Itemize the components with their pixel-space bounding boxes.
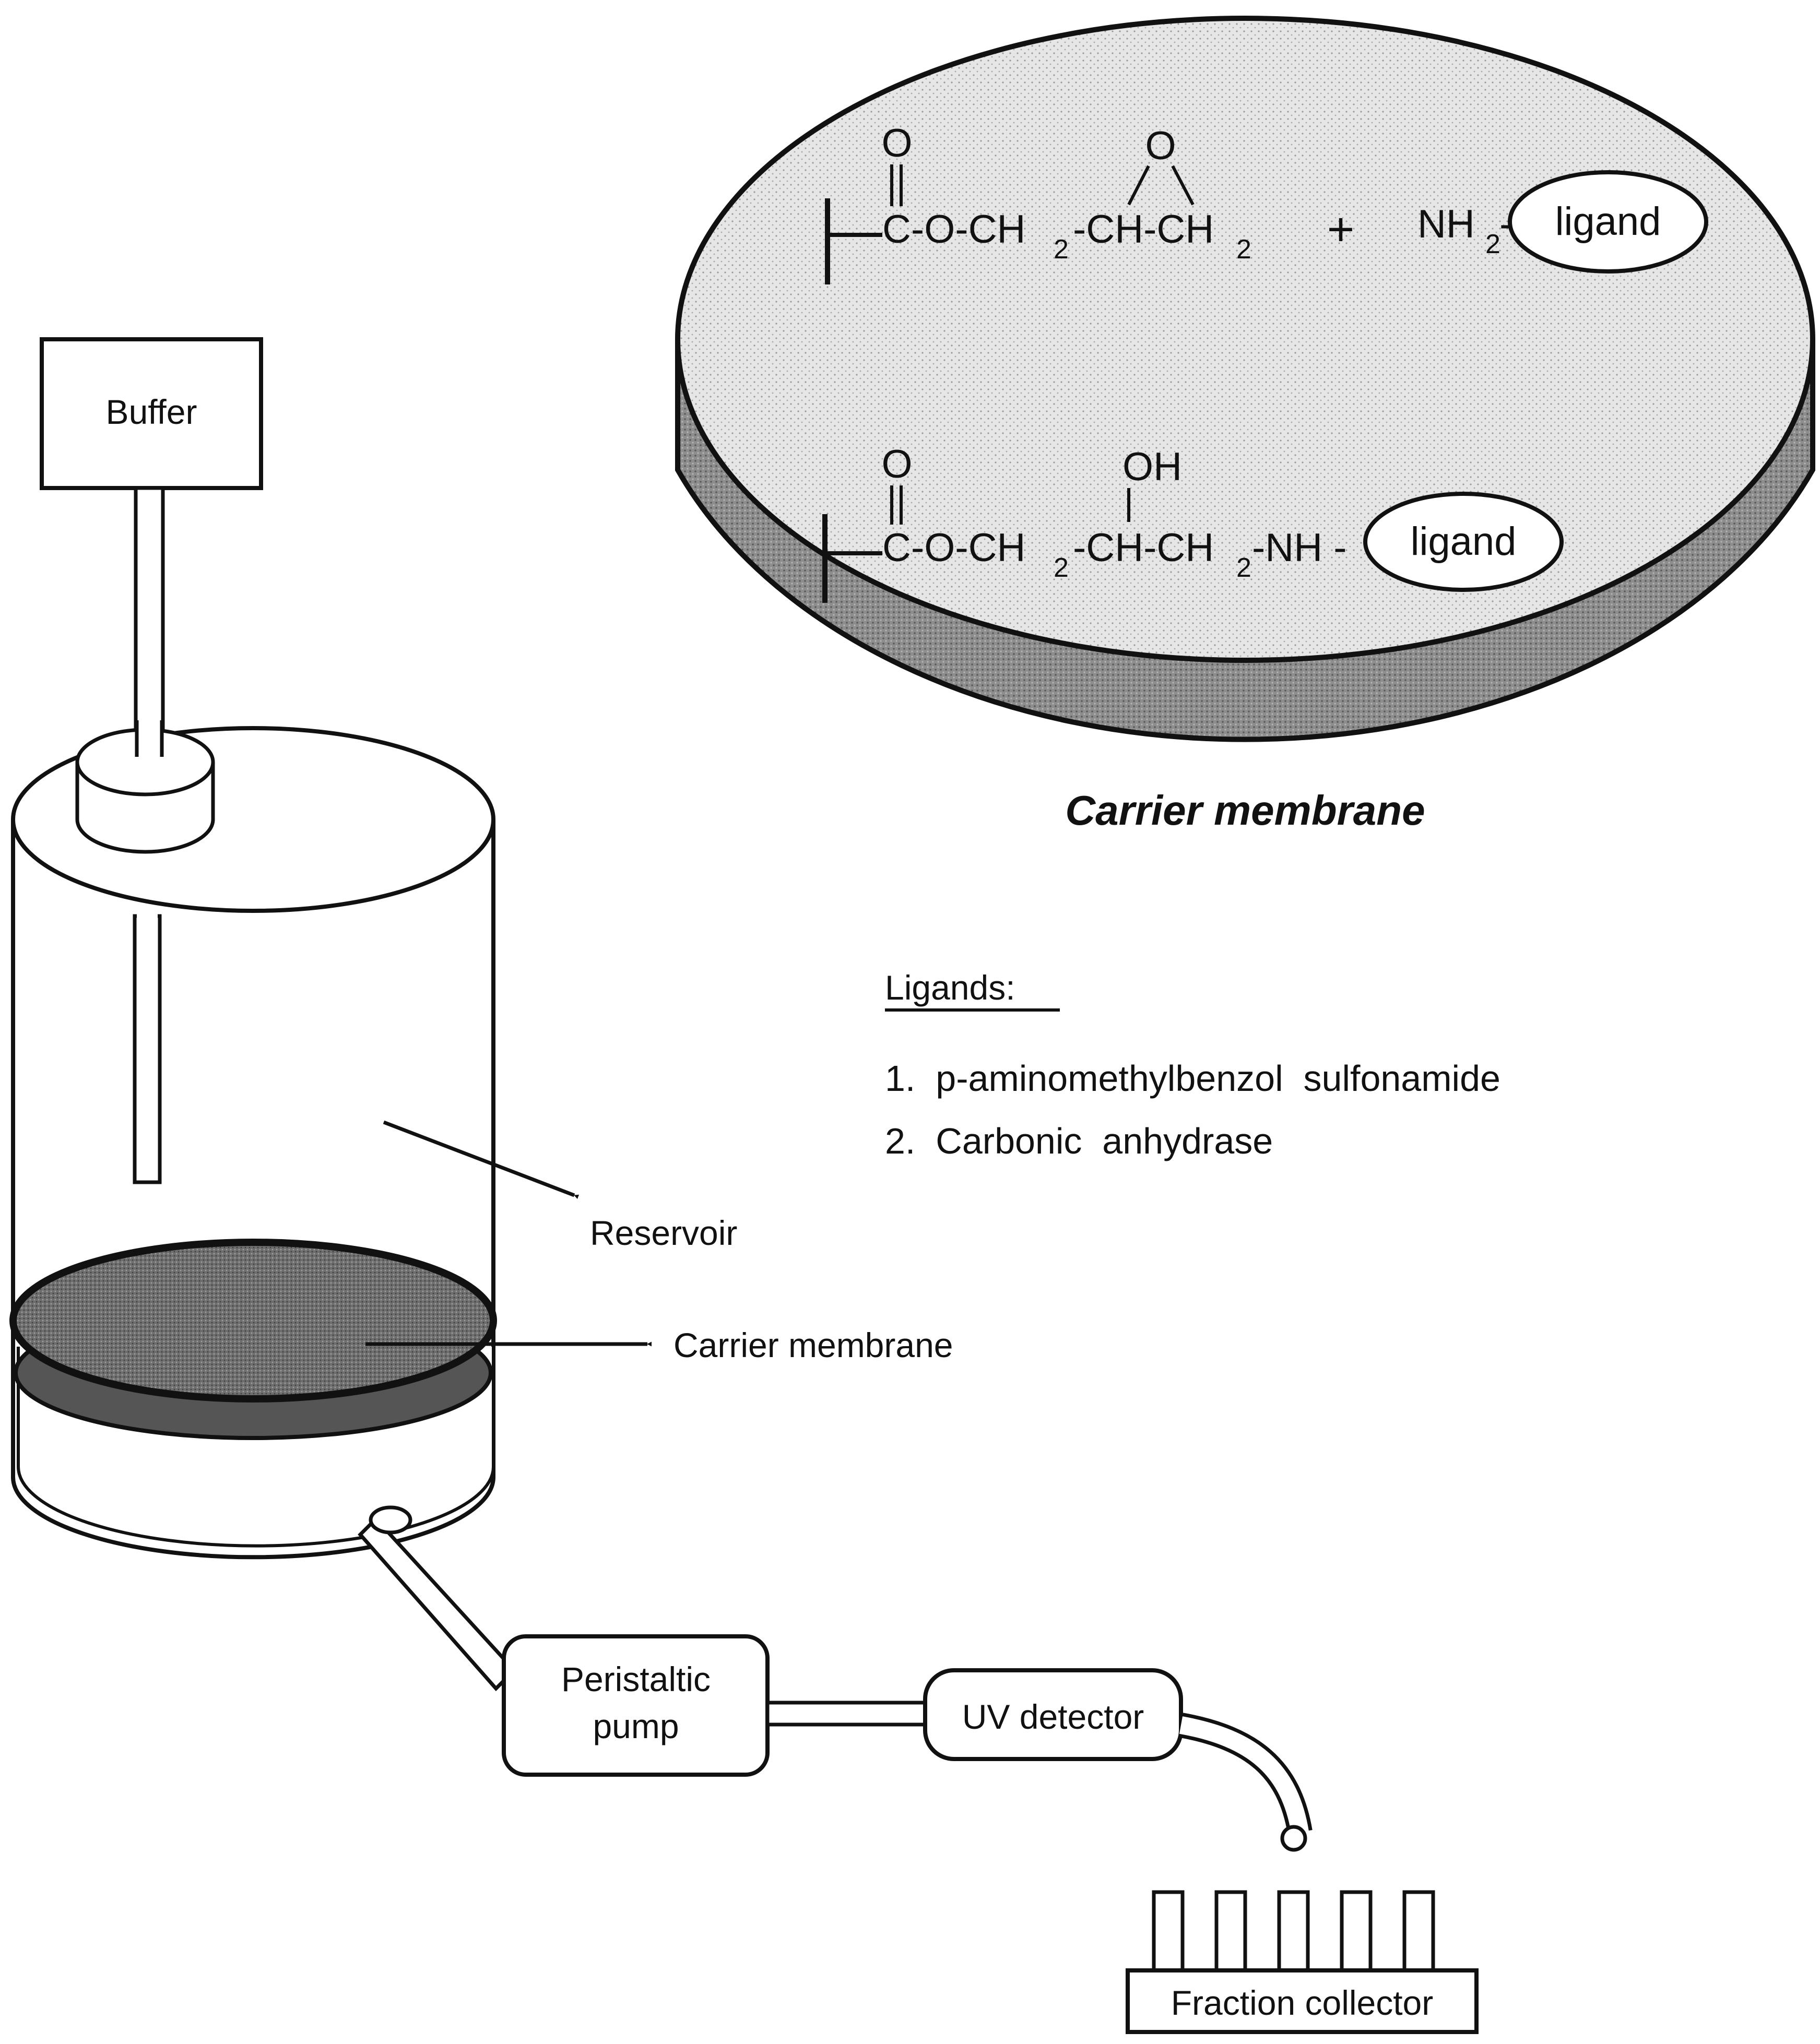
buffer-box [40, 337, 263, 490]
uv-detector: UV detector [923, 1668, 1183, 1761]
fraction-collector: Fraction collector [1126, 1890, 1479, 2034]
amine-sub: 2 [1485, 229, 1500, 259]
ligand-item: 2. Carbonic anhydrase [885, 1121, 1273, 1161]
hydroxyl-group: OH [1122, 445, 1182, 489]
reservoir-arrow [383, 1120, 580, 1199]
product-sub-1: 2 [1054, 553, 1069, 583]
collector-tube [1340, 1890, 1373, 1972]
uv-detector-label: UV detector [962, 1697, 1144, 1736]
product-sub-2: 2 [1236, 553, 1251, 583]
product-ligand-oval [1363, 492, 1564, 592]
pump-to-uv-tube [765, 1701, 927, 1727]
collector-tube [1402, 1890, 1435, 1972]
ligands-heading: Ligands: [885, 968, 1015, 1007]
ligand-item: 1. p-aminomethylbenzol sulfonamide [885, 1058, 1500, 1099]
collector-tube [1152, 1890, 1185, 1972]
epoxide-oxygen: O [1145, 124, 1176, 168]
outlet-tube [358, 1516, 517, 1692]
product-chain-2: -CH-CH [1073, 526, 1214, 570]
carrier-membrane-callout: Carrier membrane [365, 1326, 953, 1364]
product-chain-3: -NH - [1252, 526, 1347, 570]
tube-outlet [1280, 1825, 1307, 1852]
fraction-collector-label: Fraction collector [1171, 1983, 1434, 2022]
product-equation: O OH C-O-CH 2 -CH-CH 2 -NH - ligand [822, 442, 1564, 603]
buffer-label: Buffer [106, 393, 197, 431]
reactant-sub-1: 2 [1054, 234, 1069, 265]
reactant-ligand-label: ligand [1555, 199, 1661, 244]
pump-label-line2: pump [593, 1707, 679, 1745]
membrane-disc-label: Carrier membrane [1065, 787, 1425, 834]
pump-box [502, 1634, 770, 1777]
reservoir-label: Reservoir [590, 1214, 737, 1252]
carrier-membrane-label: Carrier membrane [673, 1326, 953, 1364]
fraction-collector-box [1126, 1968, 1479, 2034]
reactant-ligand-oval [1508, 170, 1708, 274]
plus-sign: + [1327, 204, 1355, 256]
reactant-carbonyl-oxygen: O [881, 121, 912, 165]
reactant-chain-1: C-O-CH [882, 207, 1025, 252]
reservoir-apparatus: Buffer [9, 337, 517, 1692]
collector-tube [1277, 1890, 1310, 1972]
reactant-equation: O C-O-CH 2 -CH-CH 2 O + NH 2 - ligand [825, 121, 1708, 284]
membrane-disc: Carrier membrane O C-O-CH 2 -CH-CH 2 O +… [675, 16, 1815, 834]
pump-label-line1: Peristaltic [561, 1660, 711, 1698]
epoxide-bond-left [1127, 165, 1150, 206]
uv-detector-box [923, 1668, 1183, 1761]
reservoir-callout: Reservoir [383, 1120, 737, 1252]
membrane-disc-top [675, 16, 1815, 663]
amine-group: NH [1417, 202, 1475, 246]
epoxide-bond-right [1171, 165, 1195, 206]
reactant-sub-2: 2 [1236, 234, 1251, 265]
product-chain-1: C-O-CH [882, 526, 1025, 570]
buffer-tube [134, 486, 165, 735]
product-ligand-label: ligand [1411, 519, 1517, 564]
reactant-chain-2: -CH-CH [1073, 207, 1214, 252]
reservoir-membrane [9, 1239, 497, 1403]
reservoir-inner-tube [133, 914, 162, 1184]
ligands-list: Ligands: 1. p-aminomethylbenzol sulfonam… [885, 968, 1500, 1161]
collector-tube [1214, 1890, 1247, 1972]
product-carbonyl-oxygen: O [881, 442, 912, 486]
peristaltic-pump: Peristaltic pump [502, 1634, 770, 1777]
